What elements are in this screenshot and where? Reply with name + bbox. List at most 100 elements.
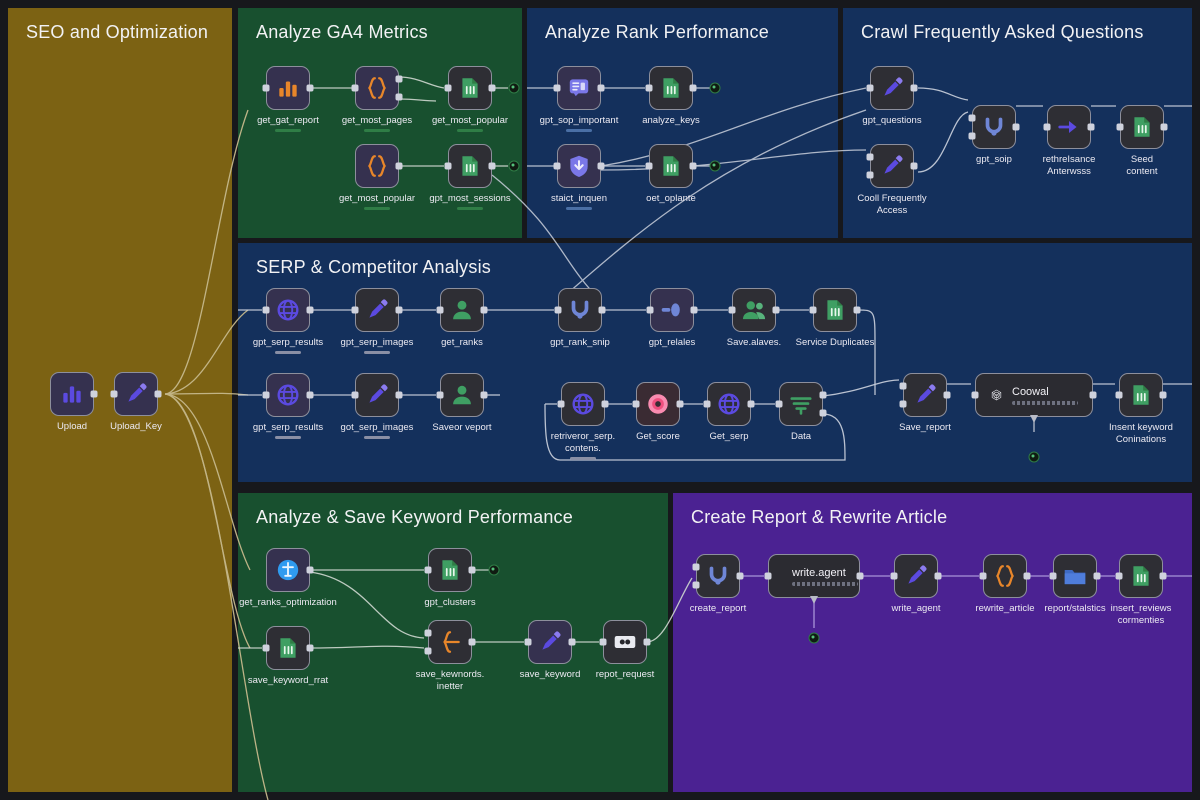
node-port[interactable] xyxy=(568,638,576,646)
node-port[interactable] xyxy=(395,391,403,399)
agent-down-port[interactable] xyxy=(810,596,818,604)
node-r2[interactable] xyxy=(649,66,693,110)
node-end-port[interactable] xyxy=(709,82,721,94)
node-port[interactable] xyxy=(597,162,605,170)
node-port[interactable] xyxy=(775,400,783,408)
agent-end-port[interactable] xyxy=(808,632,820,644)
node-port[interactable] xyxy=(597,84,605,92)
node-port[interactable] xyxy=(1043,123,1051,131)
panel-report[interactable]: Create Report & Rewrite Article xyxy=(673,493,1192,792)
node-port[interactable] xyxy=(424,566,432,574)
node-port[interactable] xyxy=(1087,123,1095,131)
agent-port-left[interactable] xyxy=(764,572,772,580)
node-port[interactable] xyxy=(351,306,359,314)
node-port[interactable] xyxy=(395,306,403,314)
node-s1[interactable] xyxy=(266,288,310,332)
node-k5[interactable] xyxy=(528,620,572,664)
node-port[interactable] xyxy=(1159,572,1167,580)
node-port[interactable] xyxy=(1116,123,1124,131)
node-port[interactable] xyxy=(351,391,359,399)
node-port[interactable] xyxy=(262,644,270,652)
node-f1[interactable] xyxy=(870,66,914,110)
node-port[interactable] xyxy=(1160,123,1168,131)
node-port[interactable] xyxy=(692,563,700,571)
node-port[interactable] xyxy=(424,629,432,637)
node-port[interactable] xyxy=(1115,391,1123,399)
node-s6[interactable] xyxy=(732,288,776,332)
node-port[interactable] xyxy=(1023,572,1031,580)
node-port[interactable] xyxy=(899,400,907,408)
node-end-port[interactable] xyxy=(709,160,721,172)
agent-port-right[interactable] xyxy=(1089,391,1097,399)
node-port[interactable] xyxy=(819,391,827,399)
node-port[interactable] xyxy=(809,306,817,314)
node-n1[interactable] xyxy=(50,372,94,416)
node-port[interactable] xyxy=(689,84,697,92)
node-s9[interactable] xyxy=(355,373,399,417)
agent-end-port[interactable] xyxy=(1028,451,1040,463)
node-c3[interactable] xyxy=(894,554,938,598)
node-c5[interactable] xyxy=(1053,554,1097,598)
node-port[interactable] xyxy=(480,306,488,314)
node-port[interactable] xyxy=(910,84,918,92)
node-port[interactable] xyxy=(262,391,270,399)
node-s3[interactable] xyxy=(440,288,484,332)
node-s11[interactable] xyxy=(561,382,605,426)
panel-ga4[interactable]: Analyze GA4 Metrics xyxy=(238,8,522,238)
node-port[interactable] xyxy=(444,162,452,170)
node-port[interactable] xyxy=(747,400,755,408)
node-port[interactable] xyxy=(444,84,452,92)
node-port[interactable] xyxy=(488,84,496,92)
node-port[interactable] xyxy=(110,390,118,398)
node-port[interactable] xyxy=(703,400,711,408)
node-port[interactable] xyxy=(643,638,651,646)
node-port[interactable] xyxy=(934,572,942,580)
node-port[interactable] xyxy=(943,391,951,399)
node-port[interactable] xyxy=(1012,123,1020,131)
node-port[interactable] xyxy=(395,93,403,101)
node-k1[interactable] xyxy=(266,548,310,592)
node-port[interactable] xyxy=(772,306,780,314)
node-s8[interactable] xyxy=(266,373,310,417)
node-n2[interactable] xyxy=(114,372,158,416)
node-port[interactable] xyxy=(979,572,987,580)
node-port[interactable] xyxy=(632,400,640,408)
node-g3[interactable] xyxy=(448,66,492,110)
node-port[interactable] xyxy=(351,84,359,92)
node-k6[interactable] xyxy=(603,620,647,664)
agent-port-right[interactable] xyxy=(856,572,864,580)
node-port[interactable] xyxy=(646,306,654,314)
node-port[interactable] xyxy=(676,400,684,408)
node-port[interactable] xyxy=(819,409,827,417)
node-c4[interactable] xyxy=(983,554,1027,598)
node-f3[interactable] xyxy=(972,105,1016,149)
node-port[interactable] xyxy=(262,84,270,92)
agent-node-a1[interactable]: Coowal xyxy=(975,373,1093,417)
node-port[interactable] xyxy=(899,382,907,390)
node-s2[interactable] xyxy=(355,288,399,332)
node-port[interactable] xyxy=(736,572,744,580)
node-port[interactable] xyxy=(395,75,403,83)
node-port[interactable] xyxy=(968,114,976,122)
node-port[interactable] xyxy=(306,306,314,314)
node-port[interactable] xyxy=(601,400,609,408)
node-g2[interactable] xyxy=(355,66,399,110)
agent-node-a2[interactable]: write.agent xyxy=(768,554,860,598)
node-port[interactable] xyxy=(488,162,496,170)
node-s14[interactable] xyxy=(779,382,823,426)
node-port[interactable] xyxy=(598,306,606,314)
node-port[interactable] xyxy=(436,391,444,399)
node-end-port[interactable] xyxy=(508,160,520,172)
node-k4[interactable] xyxy=(428,620,472,664)
node-port[interactable] xyxy=(890,572,898,580)
node-port[interactable] xyxy=(436,306,444,314)
node-port[interactable] xyxy=(90,390,98,398)
node-port[interactable] xyxy=(645,84,653,92)
panel-serp[interactable]: SERP & Competitor Analysis xyxy=(238,243,1192,482)
node-port[interactable] xyxy=(645,162,653,170)
agent-down-port[interactable] xyxy=(1030,415,1038,423)
node-port[interactable] xyxy=(424,647,432,655)
node-port[interactable] xyxy=(728,306,736,314)
node-port[interactable] xyxy=(853,306,861,314)
node-port[interactable] xyxy=(1049,572,1057,580)
